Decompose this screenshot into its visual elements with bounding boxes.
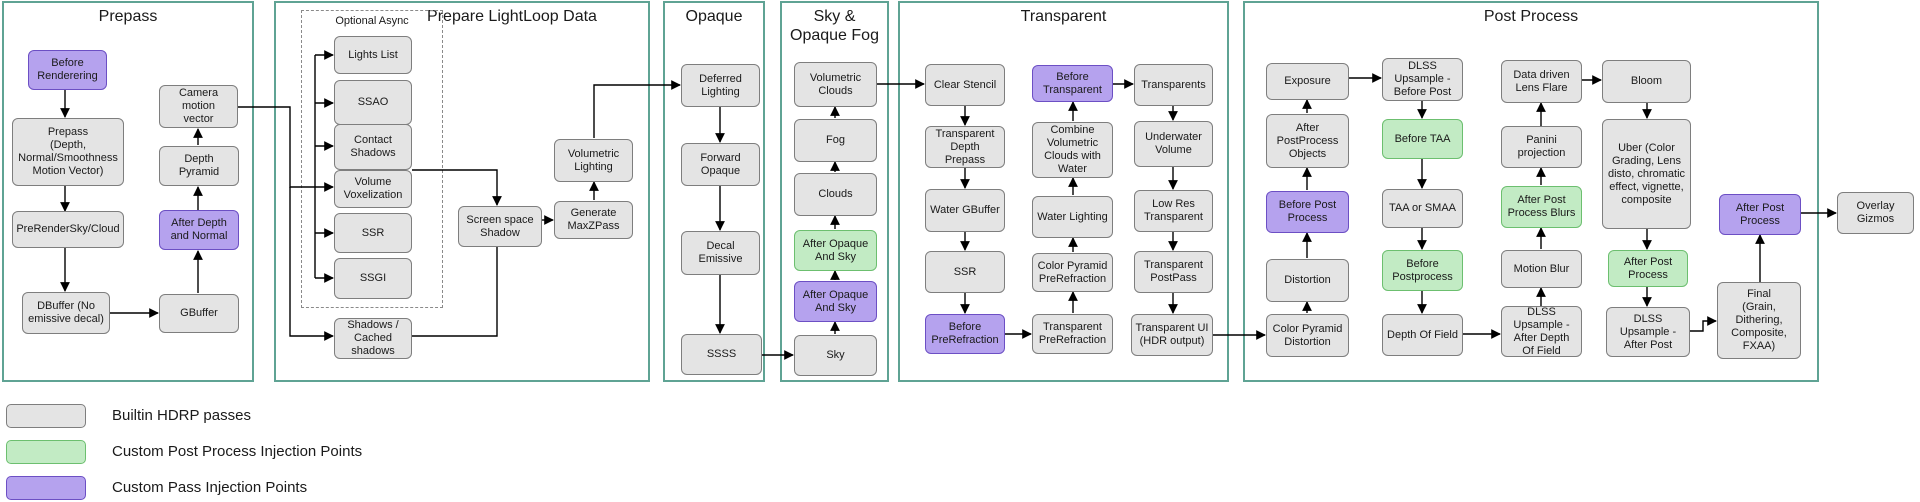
arrow-camera-motion-to-async <box>238 106 334 192</box>
node-depth-pyramid: Depth Pyramid <box>159 146 239 186</box>
section-title-transparent: Transparent <box>1020 8 1107 25</box>
node-water-lighting: Water Lighting <box>1032 196 1113 238</box>
legend-swatch-custom-post-process <box>6 440 86 464</box>
node-water-gbuffer: Water GBuffer <box>925 189 1005 232</box>
optional-async-group: Optional Async <box>301 10 443 308</box>
node-distortion: Distortion <box>1266 259 1349 302</box>
node-fog: Fog <box>794 119 877 162</box>
node-before-rendering: Before Renderering <box>28 50 107 90</box>
node-ssss: SSSS <box>681 334 762 375</box>
node-after-opaque-and-sky-purple: After Opaque And Sky <box>794 281 877 322</box>
node-transparent-depth-prepass: Transparent Depth Prepass <box>925 126 1005 168</box>
node-underwater-volume: Underwater Volume <box>1134 121 1213 167</box>
node-forward-opaque: Forward Opaque <box>681 143 760 186</box>
node-after-post-process-blurs: After Post Process Blurs <box>1501 186 1582 228</box>
section-title-sky-fog: Sky & Opaque Fog <box>790 8 879 44</box>
node-decal-emissive: Decal Emissive <box>681 231 760 275</box>
section-title-prepare-lightloop: Prepare LightLoop Data <box>427 8 597 25</box>
node-clouds: Clouds <box>794 173 877 216</box>
node-uber: Uber (Color Grading, Lens disto, chromat… <box>1602 119 1691 229</box>
node-before-taa: Before TAA <box>1382 119 1463 159</box>
node-volumetric-lighting: Volumetric Lighting <box>554 139 633 182</box>
legend-label-custom-post-process: Custom Post Process Injection Points <box>112 443 363 460</box>
node-motion-blur: Motion Blur <box>1501 250 1582 288</box>
node-after-opaque-and-sky-green: After Opaque And Sky <box>794 230 877 271</box>
node-lights-list: Lights List <box>334 36 412 74</box>
node-camera-motion-vector: Camera motion vector <box>159 85 238 128</box>
arrow-contact-to-screen-shadow <box>412 169 502 206</box>
node-prerender-sky-cloud: PreRenderSky/Cloud <box>12 211 124 248</box>
arrow-shadows-to-screen-shadow <box>412 232 502 337</box>
node-transparents: Transparents <box>1134 64 1213 106</box>
node-exposure: Exposure <box>1266 63 1349 100</box>
node-combine-volumetric-clouds: Combine Volumetric Clouds with Water <box>1032 122 1113 178</box>
node-taa-or-smaa: TAA or SMAA <box>1382 189 1463 228</box>
node-prepass: Prepass (Depth, Normal/Smoothness Motion… <box>12 118 124 186</box>
node-shadows-cached: Shadows / Cached shadows <box>334 318 412 359</box>
node-after-post-process-green: After Post Process <box>1608 250 1688 287</box>
node-dbuffer: DBuffer (No emissive decal) <box>22 292 110 334</box>
section-title-opaque: Opaque <box>685 8 743 25</box>
node-volume-voxelization: Volume Voxelization <box>334 170 412 208</box>
legend-swatch-custom-pass <box>6 476 86 500</box>
node-transparent-postpass: Transparent PostPass <box>1134 251 1213 293</box>
node-ssr-transparent: SSR <box>925 251 1005 293</box>
node-after-postprocess-objects: After PostProcess Objects <box>1266 114 1349 168</box>
node-transparent-ui: Transparent UI (HDR output) <box>1131 314 1213 356</box>
node-before-postprocess: Before Postprocess <box>1382 250 1463 291</box>
node-bloom: Bloom <box>1602 60 1691 103</box>
node-clear-stencil: Clear Stencil <box>925 64 1005 106</box>
arrow-to-shadows-cached <box>289 187 334 341</box>
node-before-transparent: Before Transparent <box>1032 65 1113 102</box>
node-dlss-after-post: DLSS Upsample - After Post <box>1606 307 1690 357</box>
node-volumetric-clouds: Volumetric Clouds <box>794 62 877 107</box>
section-title-post-process: Post Process <box>1483 8 1579 25</box>
legend-label-builtin: Builtin HDRP passes <box>112 407 251 424</box>
node-before-prerefraction: Before PreRefraction <box>925 314 1005 354</box>
node-sky: Sky <box>794 335 877 376</box>
node-low-res-transparent: Low Res Transparent <box>1134 190 1213 232</box>
node-transparent-prerefraction: Transparent PreRefraction <box>1032 314 1113 354</box>
node-contact-shadows: Contact Shadows <box>334 124 412 170</box>
node-screen-space-shadow: Screen space Shadow <box>458 206 542 247</box>
node-color-pyramid-prerefraction: Color Pyramid PreRefraction <box>1032 253 1113 292</box>
node-gbuffer: GBuffer <box>159 294 239 333</box>
arrow-vol-lighting-to-deferred <box>593 80 681 138</box>
node-overlay-gizmos: Overlay Gizmos <box>1837 192 1914 234</box>
legend-swatch-builtin <box>6 404 86 428</box>
node-deferred-lighting: Deferred Lighting <box>681 64 760 107</box>
node-after-depth-and-normal: After Depth and Normal <box>159 210 239 250</box>
arrow-dlss-after-post-to-final <box>1690 316 1717 332</box>
node-ssgi: SSGI <box>334 258 412 299</box>
node-dlss-after-depth-of-field: DLSS Upsample - After Depth Of Field <box>1501 306 1582 357</box>
optional-async-title: Optional Async <box>335 15 409 27</box>
node-panini-projection: Panini projection <box>1501 126 1582 168</box>
node-ssao: SSAO <box>334 80 412 125</box>
node-dlss-before-post: DLSS Upsample - Before Post <box>1382 58 1463 101</box>
node-depth-of-field: Depth Of Field <box>1382 314 1463 356</box>
section-title-prepass: Prepass <box>98 8 158 25</box>
node-data-driven-lens-flare: Data driven Lens Flare <box>1501 60 1582 103</box>
node-after-post-process-purple: After Post Process <box>1719 194 1801 235</box>
node-before-post-process: Before Post Process <box>1266 191 1349 233</box>
node-final: Final (Grain, Dithering, Composite, FXAA… <box>1717 282 1801 359</box>
node-generate-maxz: Generate MaxZPass <box>554 201 633 239</box>
legend-label-custom-pass: Custom Pass Injection Points <box>112 479 308 496</box>
node-ssr-async: SSR <box>334 213 412 253</box>
node-color-pyramid-distortion: Color Pyramid Distortion <box>1266 314 1349 357</box>
